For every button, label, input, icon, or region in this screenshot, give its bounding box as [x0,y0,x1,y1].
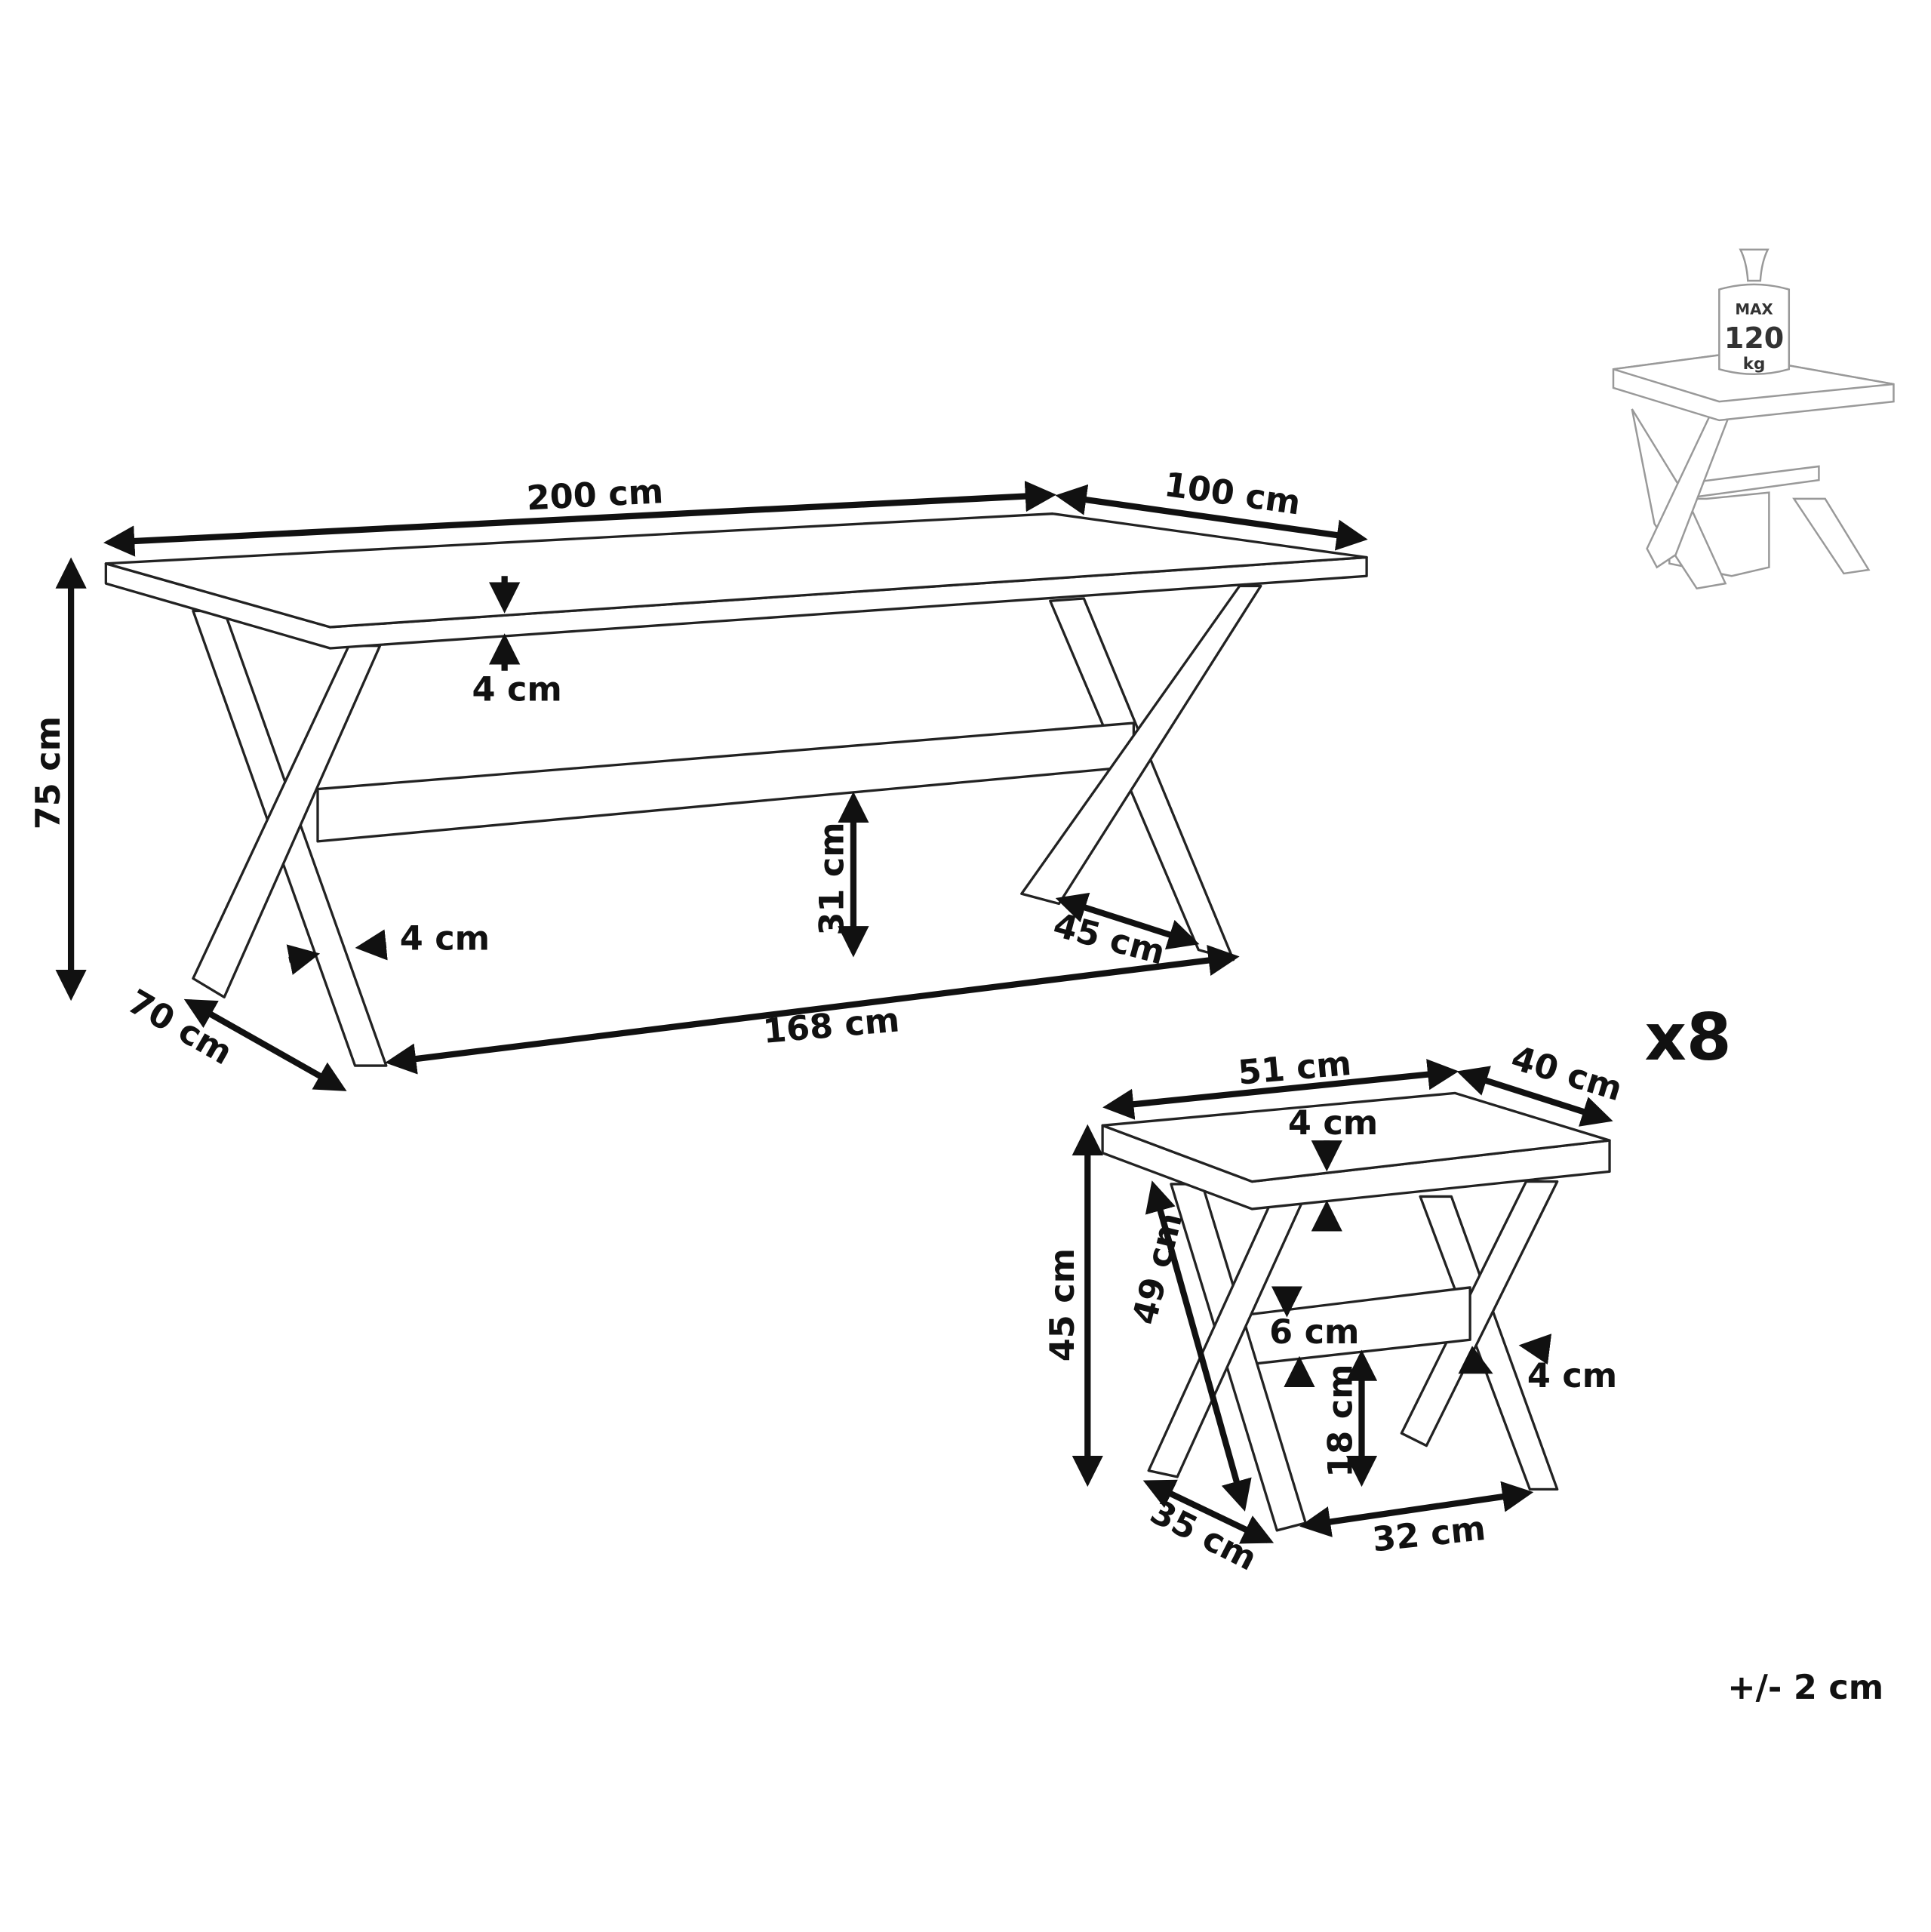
stool-base-depth-label: 35 cm [1144,1492,1263,1579]
tolerance-note: +/- 2 cm [1727,1668,1883,1707]
table-height-label: 75 cm [29,716,68,829]
table-leg-span-label: 168 cm [761,1000,901,1051]
stool-leg [1400,1180,1559,1447]
table-width-label: 200 cm [525,472,664,518]
stool-depth-label: 40 cm [1507,1038,1627,1109]
stool-leg [1419,1195,1559,1491]
max-load-icon: MAX 120 kg [1612,248,1895,590]
load-max-text: MAX [1735,301,1773,318]
stool-stretcher-height-label: 18 cm [1321,1364,1360,1477]
stool-height-label: 45 cm [1043,1248,1082,1361]
table-top-thickness-label: 4 cm [472,669,561,709]
stool-leg-length-label: 49 cm [1125,1209,1191,1329]
stool-stretcher-label: 6 cm [1269,1312,1359,1352]
stool-top-thickness-label: 4 cm [1288,1103,1378,1143]
stool-leg-thickness-label: 4 cm [1527,1356,1617,1395]
table-stretcher [316,721,1136,843]
load-unit-text: kg [1743,355,1766,374]
table-stretcher-height-label: 31 cm [813,822,852,935]
table-drawing [104,512,1368,1067]
load-value-text: 120 [1724,321,1784,355]
stool-quantity-label: x8 [1645,1000,1732,1075]
table-leg-thickness-label: 4 cm [400,919,490,958]
